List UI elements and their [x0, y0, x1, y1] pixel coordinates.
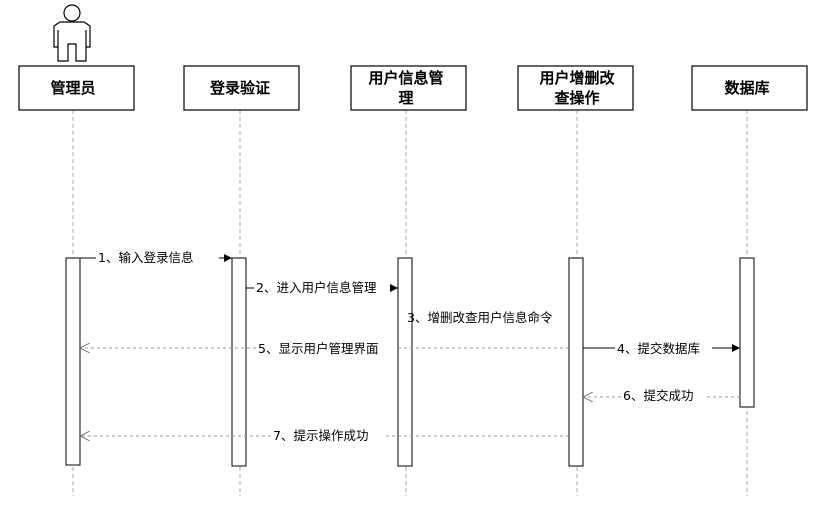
message-label: 1、输入登录信息 — [98, 250, 193, 265]
participant-label: 用户增删改 — [539, 69, 615, 87]
stick-figure-icon — [53, 4, 91, 62]
message-label: 2、进入用户信息管理 — [256, 280, 377, 295]
participant-db: 数据库 — [691, 65, 808, 111]
messages: 1、输入登录信息 2、进入用户信息管理 3、增删改查用户信息命令 5、显示用户管理界面… — [80, 250, 740, 443]
participant-box — [691, 65, 808, 111]
participant-label: 登录验证 — [209, 79, 270, 97]
message-label: 4、提交数据库 — [617, 341, 700, 356]
message-7: 7、提示操作成功 — [80, 428, 569, 443]
message-2: 2、进入用户信息管理 — [246, 280, 398, 295]
participant-label: 数据库 — [724, 79, 769, 97]
activation-bar-user_mgmt — [397, 257, 413, 467]
participant-label: 理 — [398, 89, 413, 107]
participant-label: 查操作 — [554, 89, 599, 107]
activation-bar-db — [739, 257, 755, 408]
message-label: 7、提示操作成功 — [273, 428, 368, 443]
participant-user_mgmt: 用户信息管理 — [350, 65, 467, 111]
participant-box — [18, 65, 135, 111]
participant-box — [517, 65, 634, 111]
message-label: 3、增删改查用户信息命令 — [407, 310, 553, 325]
participant-box — [350, 65, 467, 111]
activation-bar-crud — [568, 257, 584, 467]
activation-bar-admin — [65, 257, 81, 466]
message-6: 6、提交成功 — [583, 388, 740, 403]
message-1: 1、输入登录信息 — [80, 250, 232, 265]
message-label: 6、提交成功 — [623, 388, 693, 403]
participant-label: 用户信息管 — [368, 69, 443, 87]
activation-bar-login — [231, 257, 247, 467]
participant-box — [183, 65, 300, 111]
message-5: 4、提交数据库 — [583, 341, 740, 356]
message-3: 3、增删改查用户信息命令 — [407, 310, 553, 325]
participant-login: 登录验证 — [183, 65, 300, 111]
participant-admin: 管理员 — [18, 65, 135, 111]
participant-label: 管理员 — [50, 79, 95, 97]
message-label: 5、显示用户管理界面 — [258, 341, 378, 356]
activation-bars — [65, 257, 755, 467]
message-4: 5、显示用户管理界面 — [80, 341, 569, 356]
